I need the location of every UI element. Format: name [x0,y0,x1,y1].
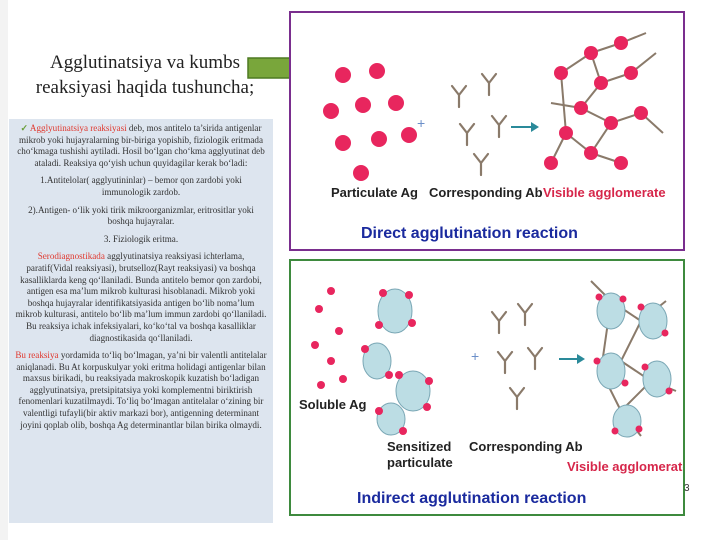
list-item: 2).Antigen- o‘lik yoki tirik mikroorgani… [28,204,254,227]
label-particulate-ag: Particulate Ag [331,185,418,200]
checkmark-icon: ✓ [20,123,29,133]
label-sensitized-line1: Sensitized [387,439,451,454]
figure-indirect-agglutination: + [289,259,690,516]
slide-title: Agglutinatsiya va kumbs reaksiyasi haqid… [35,52,255,98]
particulate-antigens [323,63,417,181]
agglomerate [544,32,664,170]
label-visible-agglomerate: Visible agglomerate [543,185,666,200]
label-soluble-ag: Soluble Ag [299,397,366,412]
agglomerate [590,280,677,438]
plus-sign: + [417,115,425,131]
page-number: 3 [684,483,690,494]
label-corresponding-ab: Corresponding Ab [429,185,543,200]
caption-indirect: Indirect agglutination reaction [357,490,586,507]
label-visible-agglomerate: Visible agglomerate [567,459,683,474]
label-sensitized: Sensitized particulate [387,439,455,470]
text-panel: ✓ Agglyutinatsiya reaksiyasi deb, mos an… [9,119,273,523]
left-strip [0,0,8,540]
list-item: 3. Fiziologik eritma. [103,233,179,244]
paragraph-agglutination: ✓ Agglyutinatsiya reaksiyasi deb, mos an… [15,123,267,169]
figure-direct-agglutination: + P [289,11,685,251]
paragraph-serodiagnostics: Serodiagnostikada agglyutinatsiya reaksi… [15,251,267,344]
paragraph-text: agglyutinatsiya reaksiyasi ichterlama, p… [15,251,267,343]
caption-direct: Direct agglutination reaction [361,225,578,242]
plus-sign: + [471,348,479,364]
term-reaction: Bu reaksiya [15,350,59,361]
soluble-antigens [311,287,347,389]
label-corresponding-ab: Corresponding Ab [469,439,583,454]
term-serodiagnostics: Serodiagnostikada [37,251,105,262]
antibodies [450,72,508,177]
term-agglutination: Agglyutinatsiya reaksiyasi [29,123,127,133]
paragraph-reaction: Bu reaksiya yordamida to‘liq bo‘lmagan, … [15,350,267,431]
label-sensitized-line2: particulate [387,455,453,470]
direct-diagram: + P [323,32,666,242]
reaction-arrow [559,354,585,364]
paragraph-text: yordamida to‘liq bo‘lmagan, ya’ni bir va… [16,350,267,430]
sensitized-particles [361,288,433,436]
paragraph-text: deb, mos antitelo ta’sirida antigenlar m… [17,123,265,168]
antibodies [490,302,544,411]
indirect-diagram: + [299,280,690,507]
list-item: 1.Antitelolar( agglyutininlar) – bemor q… [40,175,242,197]
reaction-arrow [511,122,539,132]
